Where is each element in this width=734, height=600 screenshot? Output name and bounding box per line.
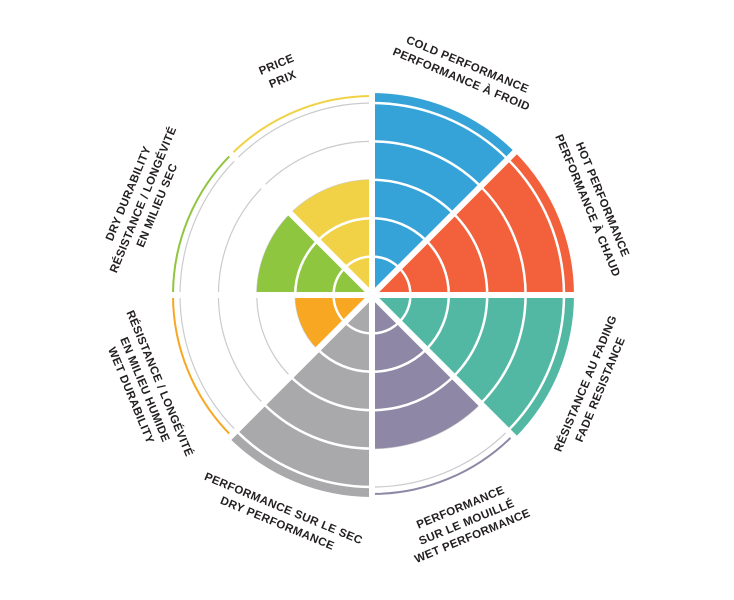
sector-gap <box>222 145 375 298</box>
sector-wedge-fade-resistance <box>372 295 574 438</box>
wedge-ring-separator <box>452 294 489 378</box>
wedge-ring-separator <box>316 348 373 374</box>
sector-gap <box>369 145 522 298</box>
wedge-ring-separator <box>452 212 489 296</box>
sector-wedge-hot-performance <box>372 152 574 295</box>
wedge-ring-separator <box>371 375 455 412</box>
wedge-ring-separator <box>371 178 455 215</box>
sector-gap <box>222 292 375 445</box>
wedge-ring-separator <box>293 239 319 296</box>
wedge-ring-separator <box>371 101 509 161</box>
wedge-ring-separator <box>425 239 451 296</box>
wedge-ring-separator <box>506 158 566 296</box>
wedge-ring-separator <box>425 294 451 351</box>
wedge-ring-separator <box>506 294 566 432</box>
wedge-ring-separator <box>479 294 527 405</box>
wedge-ring-separator <box>262 402 373 450</box>
wedge-ring-separator <box>289 375 373 412</box>
wedge-ring-separator <box>235 429 373 489</box>
max-arc-price <box>230 95 373 155</box>
sector-wedge-wet-performance <box>372 295 481 449</box>
max-arc-wet-durability <box>172 294 232 437</box>
sector-wedge-wet-durability <box>295 295 372 350</box>
max-arc-dry-durability <box>172 153 232 296</box>
sector-wedge-dry-performance <box>229 295 372 497</box>
wedge-ring-separator <box>479 185 527 296</box>
sector-wedge-dry-durability <box>256 213 372 295</box>
center-dot <box>367 290 377 300</box>
wedge-ring-separator <box>371 348 428 374</box>
sector-gap <box>369 292 522 445</box>
wedge-ring-separator <box>371 216 428 242</box>
wedge-ring-separator <box>371 140 482 188</box>
wedge-ring-separator <box>316 216 373 242</box>
sector-wedge-cold-performance <box>372 93 515 295</box>
max-arc-wet-performance <box>371 435 514 495</box>
sector-wedge-price <box>290 179 372 295</box>
